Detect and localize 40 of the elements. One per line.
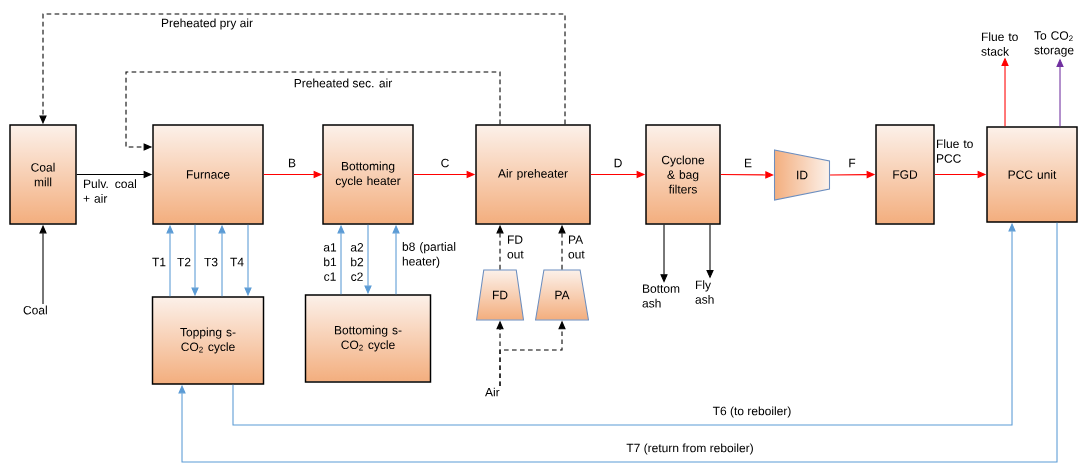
edge-label: b8 (partial heater): [402, 242, 456, 268]
edge-label: B: [289, 158, 296, 168]
edge-label: Preheated pry air: [161, 18, 253, 30]
arrow: [125, 71, 501, 151]
edge-label: D: [614, 158, 622, 168]
process-box: Bottoming s-CO$_{2}$ cycle: [304, 294, 432, 383]
process-box: Topping s-CO$_{2}$ cycle: [151, 296, 265, 385]
stream-label: Air: [485, 387, 500, 397]
stream-label: Fly ash: [695, 280, 714, 304]
arrow: [660, 224, 668, 283]
process-box: Cyclone & bag filters: [645, 124, 721, 225]
process-box: Air preheater: [475, 124, 591, 225]
stream-label: To CO$_{2}$ storage: [1034, 31, 1074, 57]
edge-label: T3: [204, 257, 218, 267]
arrow: [720, 171, 774, 179]
stream-label: Bottom ash: [642, 284, 680, 308]
process-box: FGD: [875, 124, 935, 225]
edge-label: FD out: [507, 235, 524, 259]
arrow: [178, 222, 1058, 463]
process-box: PCC unit: [986, 126, 1078, 223]
edge-label: T6 (to reboiler): [712, 406, 791, 418]
edge-label: C: [441, 158, 449, 168]
edge-label: PA out: [568, 235, 585, 259]
edge-label: T2: [177, 257, 191, 267]
stream-label: Coal: [23, 305, 47, 315]
edge-label: a1 b1 c1: [323, 243, 337, 281]
edge-label: E: [745, 158, 752, 168]
process-box: Bottoming cycle heater: [322, 124, 414, 225]
process-box: Coal mill: [9, 124, 77, 225]
edge-label: T1: [152, 257, 166, 267]
arrow: [39, 13, 566, 125]
edge-label: T4: [230, 257, 244, 267]
edge-label: F: [849, 158, 856, 168]
stream-label: Flue to stack: [981, 32, 1018, 56]
edge-label: Pulv. coal + air: [83, 179, 136, 203]
edge-label: Preheated sec. air: [294, 78, 393, 88]
process-box: Furnace: [152, 124, 264, 225]
edge-label: Flue to PCC: [937, 139, 973, 163]
edge-label: a2 b2 c2: [350, 243, 364, 281]
edge-label: T7 (return from reboiler): [626, 443, 753, 455]
